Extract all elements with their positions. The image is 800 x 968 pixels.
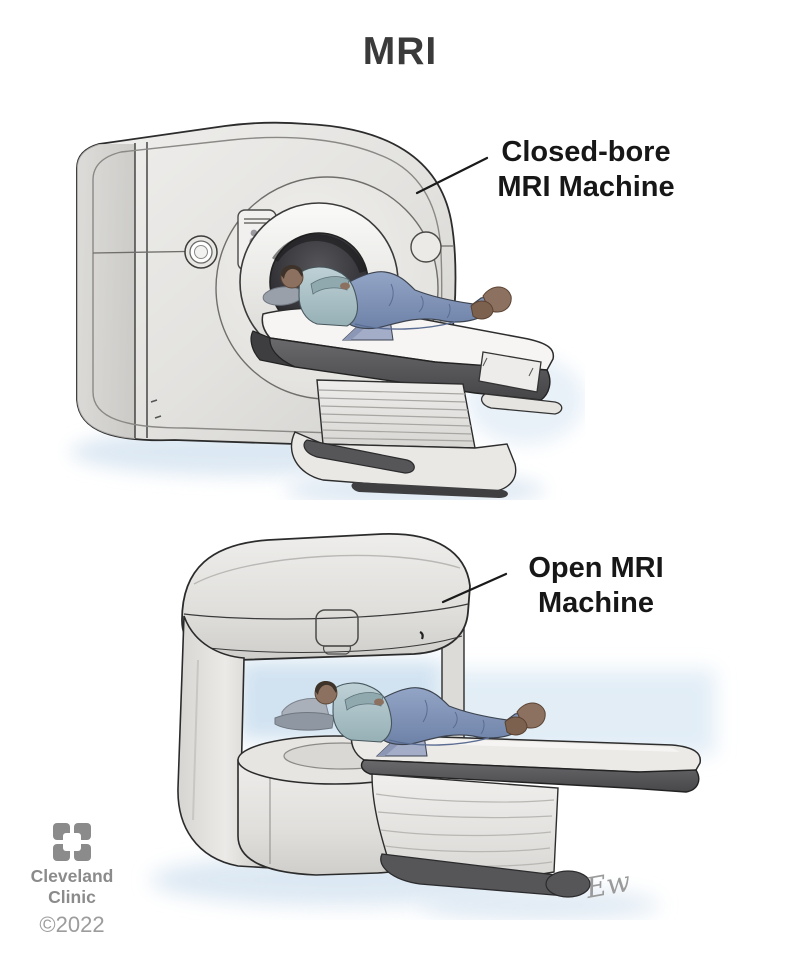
brand-name-line2: Clinic <box>48 887 96 908</box>
closed-mri-callout-line1: Closed-bore <box>501 136 671 168</box>
open-mri-callout: Open MRI Machine <box>468 551 724 622</box>
open-patient-table: Ew <box>350 733 702 905</box>
open-mri-callout-line2: Machine <box>537 587 655 620</box>
open-patient <box>274 680 546 757</box>
open-mri-callout-line1: Open MRI <box>528 552 664 584</box>
front-button <box>410 231 442 263</box>
open-mri-illustration: Ew <box>150 533 715 920</box>
closed-mri-callout-line2: MRI Machine <box>497 171 675 204</box>
closed-patient-table <box>250 307 563 498</box>
cleveland-clinic-logo-icon <box>53 823 91 861</box>
brand-name-line1: Cleveland <box>30 866 114 886</box>
artist-signature: Ew <box>583 865 633 905</box>
copyright-text: ©2022 <box>39 911 105 937</box>
closed-mri-callout: Closed-bore MRI Machine <box>448 135 724 206</box>
page-title: MRI <box>362 30 438 73</box>
closed-bore-mri-illustration <box>70 121 585 500</box>
brand-block: Cleveland Clinic ©2022 <box>16 822 128 938</box>
open-top-magnet <box>181 533 471 661</box>
front-knob <box>184 235 218 269</box>
